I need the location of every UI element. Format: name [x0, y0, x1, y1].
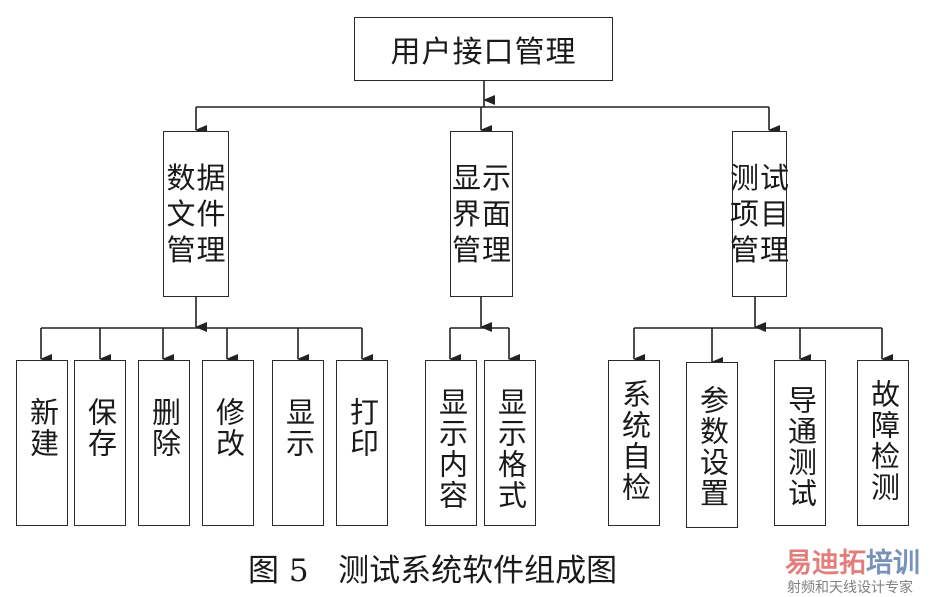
module-label-char: 示: [481, 161, 511, 195]
leaf-save: 保存: [74, 360, 126, 526]
leaf-self-check: 系统自检: [608, 360, 660, 526]
module-label-char: 显: [451, 161, 481, 195]
module-label-char: 管: [451, 233, 481, 267]
module-label-char: 数: [166, 161, 196, 195]
leaf-label: 新建: [25, 397, 60, 459]
module-label-char: 理: [759, 233, 789, 267]
module-label: 数据文件管理: [166, 160, 226, 268]
watermark-brand-blue: 培训: [866, 548, 920, 579]
leaf-label: 删除: [147, 397, 182, 459]
leaf-print: 打印: [336, 360, 388, 526]
leaf-modify: 修改: [202, 360, 254, 526]
module-label-char: 理: [481, 233, 511, 267]
module-label-char: 试: [759, 161, 789, 195]
root-node-label: 用户接口管理: [390, 35, 577, 70]
module-label-char: 据: [196, 161, 226, 195]
module-label-char: 面: [481, 197, 511, 231]
module-label-char: 测: [729, 161, 759, 195]
module-label-char: 件: [196, 197, 226, 231]
leaf-label: 保存: [83, 397, 118, 459]
leaf-label: 故障检测: [866, 379, 901, 503]
module-data-file-management: 数据文件管理: [163, 131, 229, 297]
module-label-char: 项: [729, 197, 759, 231]
module-test-item-management: 测试项目管理: [730, 131, 790, 297]
module-label-char: 理: [196, 233, 226, 267]
leaf-new: 新建: [16, 360, 68, 526]
module-label: 显示界面管理: [452, 160, 512, 268]
module-display-interface-management: 显示界面管理: [450, 131, 513, 297]
module-label-char: 管: [166, 233, 196, 267]
leaf-label: 修改: [211, 397, 246, 459]
leaf-label: 显示内容: [434, 387, 469, 511]
root-node-user-interface: 用户接口管理: [354, 17, 613, 81]
leaf-show: 显示: [272, 360, 324, 526]
module-label-char: 文: [166, 197, 196, 231]
leaf-label: 导通测试: [783, 385, 818, 509]
watermark-brand-red: 易迪拓: [785, 548, 866, 579]
watermark-title: 易迪拓培训: [785, 541, 920, 580]
figure-caption: 图 5 测试系统软件组成图: [248, 553, 618, 589]
watermark-subtitle: 射频和天线设计专家: [787, 580, 913, 596]
leaf-fault-detection: 故障检测: [857, 360, 909, 526]
module-label: 测试项目管理: [730, 160, 790, 268]
leaf-label: 参数设置: [695, 385, 730, 509]
leaf-delete: 删除: [138, 360, 190, 526]
leaf-label: 显示格式: [493, 387, 528, 511]
leaf-label: 显示: [281, 397, 316, 459]
leaf-display-format: 显示格式: [484, 360, 536, 526]
module-label-char: 界: [451, 197, 481, 231]
leaf-continuity-test: 导通测试: [774, 360, 826, 526]
leaf-parameter-setting: 参数设置: [686, 362, 738, 528]
leaf-label: 系统自检: [617, 379, 652, 503]
leaf-label: 打印: [345, 397, 380, 459]
watermark-logo: 易迪拓培训 射频和天线设计专家: [785, 545, 935, 596]
leaf-display-content: 显示内容: [425, 360, 477, 526]
module-label-char: 管: [729, 233, 759, 267]
module-label-char: 目: [759, 197, 789, 231]
